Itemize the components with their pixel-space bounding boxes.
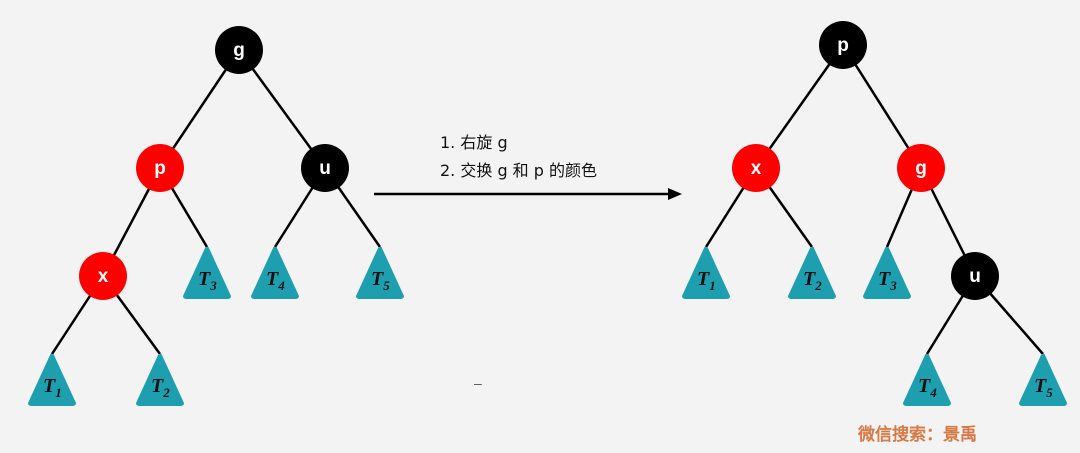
node-label: u [319, 158, 331, 179]
before-edge-g-u [237, 49, 327, 169]
after-subtree-T3: T3 [863, 247, 911, 299]
node-label: g [915, 158, 927, 179]
node-label: p [837, 35, 849, 56]
subtree-triangle [136, 354, 184, 406]
tree-nodes: g p u x p x g u [79, 21, 999, 300]
before-node-g: g [215, 26, 263, 74]
after-node-x: x [732, 144, 780, 192]
after-node-p: p [819, 21, 867, 69]
tree-edges [50, 44, 1044, 355]
before-node-p: p [136, 144, 184, 192]
subtree-triangle [788, 247, 836, 299]
subtree-triangle [251, 247, 299, 299]
node-label: x [98, 266, 109, 287]
step-1-text: 1. 右旋 g [440, 133, 508, 152]
subtree-label: T5 [1034, 375, 1053, 400]
dash-mark: – [474, 375, 482, 391]
step-2-text: 2. 交换 g 和 p 的颜色 [440, 161, 597, 180]
before-subtree-T1: T1 [28, 354, 76, 406]
subtree-label: T3 [198, 268, 217, 293]
node-circle [215, 26, 263, 74]
subtree-label: T5 [371, 268, 390, 293]
after-subtree-T4: T4 [903, 354, 951, 406]
subtree-label: T2 [803, 268, 822, 293]
subtree-label: T1 [43, 375, 62, 400]
node-circle [301, 144, 349, 192]
node-label: g [233, 40, 245, 61]
node-circle [136, 144, 184, 192]
before-subtree-T5: T5 [356, 247, 404, 299]
after-subtree-T1: T1 [682, 247, 730, 299]
node-label: u [969, 266, 981, 287]
subtree-label: T3 [878, 268, 897, 293]
before-subtree-T4: T4 [251, 247, 299, 299]
after-edge-p-x [754, 44, 845, 169]
after-subtree-T5: T5 [1019, 354, 1067, 406]
node-circle [732, 144, 780, 192]
node-circle [951, 252, 999, 300]
node-label: p [154, 158, 166, 179]
subtree-triangle [183, 247, 231, 299]
transformation-arrow [374, 188, 682, 200]
subtree-label: T2 [151, 375, 170, 400]
subtree-label: T1 [697, 268, 716, 293]
node-label: x [751, 158, 762, 179]
before-node-u: u [301, 144, 349, 192]
before-node-x: x [79, 252, 127, 300]
after-edge-p-g [841, 44, 923, 169]
after-node-u: u [951, 252, 999, 300]
subtree-triangle [682, 247, 730, 299]
node-circle [897, 144, 945, 192]
subtree-triangle [28, 354, 76, 406]
before-subtree-T2: T2 [136, 354, 184, 406]
subtree-triangle [903, 354, 951, 406]
subtree-triangle [356, 247, 404, 299]
watermark-text: 微信搜索：景禹 [857, 424, 977, 445]
node-circle [819, 21, 867, 69]
subtree-triangle [863, 247, 911, 299]
before-subtree-T3: T3 [183, 247, 231, 299]
subtree-label: T4 [918, 375, 937, 400]
after-subtree-T2: T2 [788, 247, 836, 299]
node-circle [79, 252, 127, 300]
subtree-triangle [1019, 354, 1067, 406]
subtree-label: T4 [266, 268, 285, 293]
after-node-g: g [897, 144, 945, 192]
